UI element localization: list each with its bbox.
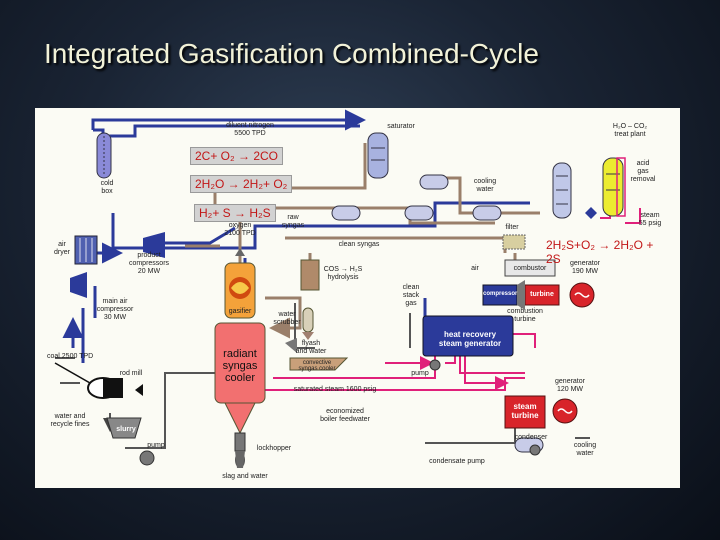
label-economized: economized boiler feedwater (320, 408, 370, 423)
label-water-recycle: water and recycle fines (50, 413, 90, 428)
convective-cooler-shape (289, 357, 349, 371)
label-filter: filter (505, 224, 519, 231)
igcc-process-diagram: 2C+ O₂ → 2CO 2H₂O → 2H₂+ O₂ H₂+ S → H₂S … (35, 108, 680, 488)
label-generator-120: generator 120 MW (555, 378, 585, 393)
label-product-compressors: product compressors 20 MW (128, 252, 170, 275)
gasifier-vessel (224, 248, 256, 319)
equation-water-split: 2H₂O → 2H₂+ O₂ (190, 175, 293, 193)
label-h2o-co2-treat: H₂O – CO₂ treat plant (612, 123, 648, 138)
label-heat-recovery: heat recovery steam generator (438, 330, 502, 348)
label-gasifier: gasifier (228, 308, 252, 315)
equation-claus: 2H₂S+O₂ → 2H₂O + 2S (546, 238, 654, 266)
label-coal: coal 2500 TPD (47, 353, 94, 360)
label-saturated-steam: saturated steam 1600 psig (293, 386, 377, 393)
diagram-drawing (54, 109, 641, 468)
label-main-air-compressor: main air compressor 30 MW (96, 298, 134, 321)
cos-hydrolysis-vessel (300, 259, 320, 291)
label-cooling-water-2: cooling water (573, 442, 597, 457)
combustion-turbine-group (482, 259, 595, 310)
label-steam-55: steam 55 psig (638, 212, 662, 227)
label-flyash: flyash and water (295, 340, 327, 355)
equation-carbon-oxidation: 2C+ O₂ → 2CO (190, 147, 284, 165)
label-pump-hrsg: pump (411, 370, 429, 377)
label-saturator: saturator (387, 123, 415, 130)
label-clean-stack-gas: clean stack gas (402, 284, 420, 307)
water-scrubber-vessel (302, 307, 314, 340)
label-cold-box: cold box (100, 180, 114, 195)
label-oxygen: oxygen 2100 TPD (224, 222, 256, 237)
label-cooling-water: cooling water (473, 178, 497, 193)
pump-symbols (139, 338, 541, 466)
equation-h2s-formation: H₂+ S → H₂S (194, 204, 276, 222)
label-cos-hydrolysis: COS → H₂S hydrolysis (323, 266, 363, 281)
label-water-scrubber: water scrubber (273, 311, 301, 326)
label-lockhopper: lockhopper (256, 445, 292, 452)
slurry-tank (106, 417, 142, 439)
label-pump-slurry: pump (147, 442, 165, 449)
lockhopper-shape (235, 451, 245, 468)
air-dryer-unit (74, 235, 98, 265)
saturator-column (367, 132, 389, 179)
heat-exchangers (331, 174, 502, 221)
acid-gas-column-1 (552, 162, 572, 219)
label-clean-syngas: clean syngas (338, 241, 380, 248)
acid-gas-steam-coil (616, 157, 626, 217)
label-steam-turbine: steam turbine (511, 402, 539, 420)
hrsg-block (422, 315, 514, 357)
label-raw-syngas: raw syngas (281, 214, 305, 229)
label-condenser: condenser (514, 434, 548, 441)
label-slag: slag and water (222, 473, 268, 480)
label-combustion-turbine: combustion turbine (507, 308, 543, 323)
rod-mill-unit (54, 362, 143, 399)
label-generator-190: generator 190 MW (570, 260, 600, 275)
label-combustor: combustor (513, 265, 547, 272)
label-radiant-cooler: radiant syngas cooler (222, 348, 258, 384)
filter-unit (502, 234, 526, 250)
product-compressor-shape (143, 232, 165, 258)
main-air-compressor-shape (70, 272, 87, 298)
label-convective-cooler: convective syngas cooler (298, 360, 336, 372)
acid-gas-column-2 (602, 157, 624, 217)
cold-box-column (96, 132, 112, 179)
label-slurry: slurry (116, 426, 136, 433)
label-diluent-nitrogen: diluent nitrogen 5500 TPD (226, 122, 274, 137)
slide-title: Integrated Gasification Combined-Cycle (44, 38, 539, 69)
acid-gas-valve (585, 207, 597, 219)
label-acid-gas-removal: acid gas removal (630, 160, 656, 183)
label-air: air (471, 265, 479, 272)
label-compressor: compressor (483, 291, 518, 297)
label-air-dryer: air dryer (54, 241, 70, 256)
label-rod-mill: rod mill (119, 370, 143, 377)
label-condensate-pump: condensate pump (429, 458, 485, 465)
label-turbine: turbine (530, 291, 554, 298)
